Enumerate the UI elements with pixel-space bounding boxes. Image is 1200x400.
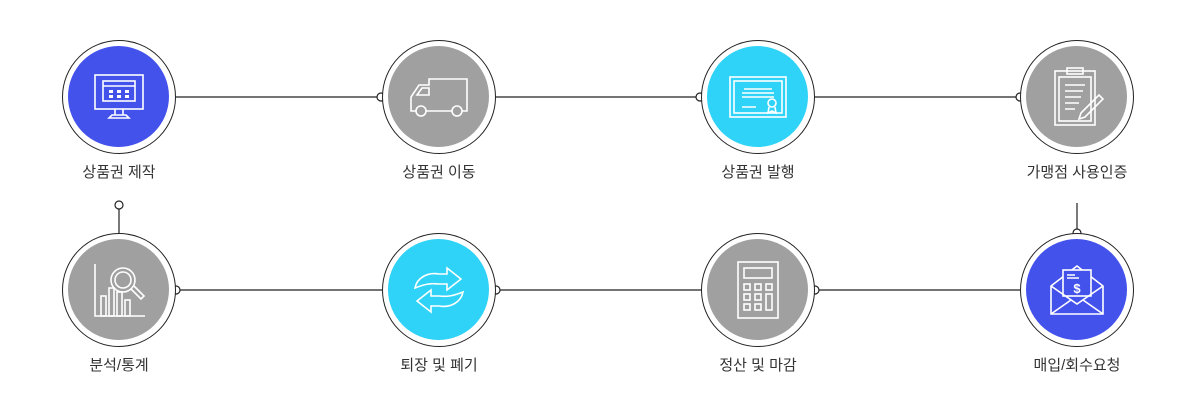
- step-node: $: [1020, 233, 1134, 347]
- monitor-icon: [93, 73, 144, 119]
- clipboard-pen-icon: [1053, 66, 1104, 126]
- step-circle: [388, 239, 489, 340]
- step-node: [1020, 40, 1134, 154]
- step-circle: [68, 239, 169, 340]
- step-circle: [1026, 46, 1127, 147]
- step-circle: [388, 46, 489, 147]
- step-label: 상품권 이동: [402, 164, 476, 181]
- svg-text:$: $: [1073, 281, 1081, 296]
- step-label: 매입/회수요청: [1033, 357, 1121, 374]
- step-circle: [68, 46, 169, 147]
- chart-magnifier-icon: [93, 263, 145, 317]
- step-circle: [707, 239, 808, 340]
- step-node: [701, 233, 815, 347]
- step-circle: $: [1026, 239, 1127, 340]
- step-label: 가맹점 사용인증: [1026, 164, 1128, 181]
- calculator-icon: [736, 260, 779, 319]
- step-node: [382, 40, 496, 154]
- refresh-arrows-icon: [413, 265, 464, 314]
- step-label: 퇴장 및 폐기: [400, 357, 478, 374]
- envelope-dollar-icon: $: [1049, 264, 1104, 315]
- step-label: 상품권 발행: [721, 164, 795, 181]
- step-node: [62, 233, 176, 347]
- certificate-icon: [728, 75, 787, 118]
- truck-icon: [409, 77, 468, 117]
- step-circle: [707, 46, 808, 147]
- step-node: [382, 233, 496, 347]
- step-label: 분석/통계: [89, 357, 149, 374]
- step-label: 상품권 제작: [82, 164, 156, 181]
- step-node: [701, 40, 815, 154]
- step-label: 정산 및 마감: [719, 357, 797, 374]
- step-node: [62, 40, 176, 154]
